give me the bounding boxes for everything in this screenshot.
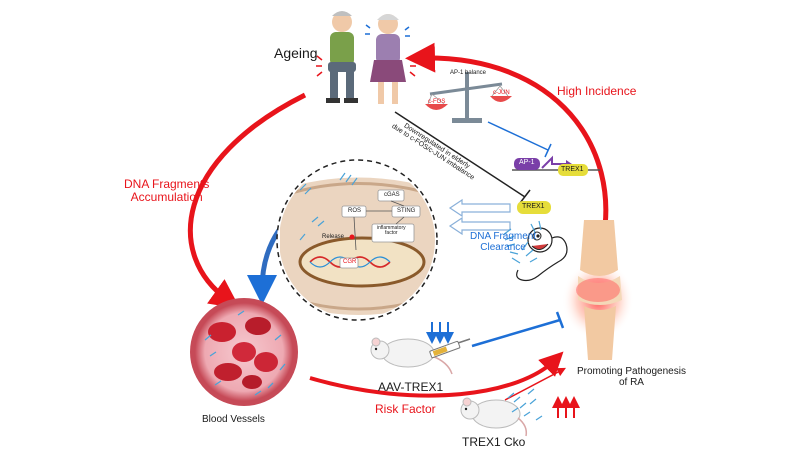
- trex1-cko-label: TREX1 Cko: [462, 435, 526, 449]
- cko-dna-fragments-icon: [507, 388, 543, 421]
- aav-mouse-icon: [370, 337, 453, 375]
- risk-factor-arrow: [309, 351, 564, 398]
- risk-factor-label: Risk Factor: [375, 402, 436, 416]
- promoting-ra-label: Promoting Pathogenesis of RA: [577, 366, 686, 388]
- blood-vessels-label: Blood Vessels: [202, 414, 265, 425]
- trex1-protein-label: TREX1: [522, 203, 545, 210]
- balance-to-ap1-bar: [544, 143, 552, 158]
- trex1-protein-pill: [517, 201, 551, 214]
- balance-to-ap1-line: [487, 121, 549, 151]
- dna-clearance-label: DNA Fragment Clearance: [470, 231, 537, 253]
- downregulation-bar: [519, 189, 531, 204]
- high-incidence-label: High Incidence: [557, 84, 637, 98]
- sting-label: STING: [397, 208, 416, 214]
- aav-inhibit-bar: [555, 311, 565, 329]
- knee-joint-icon: [562, 220, 634, 360]
- cfos-label: c-FOS: [428, 99, 446, 105]
- elderly-couple-icon: [316, 11, 416, 104]
- cjun-label: c-JUN: [493, 90, 510, 96]
- nucleus: [298, 236, 426, 288]
- inflammatory-label: inflammatory factor: [377, 225, 406, 237]
- release-label: Release: [322, 234, 345, 240]
- trex1-gene-label: TREX1: [561, 166, 584, 173]
- downregulation-line: [394, 111, 526, 198]
- cko-arrow: [504, 367, 566, 401]
- blood-vessel-icon: [190, 298, 298, 406]
- dna-accumulation-label: DNA Fragments Accumulation: [124, 177, 210, 204]
- ros-label: ROS: [348, 208, 362, 214]
- ap1-trex1-gene-icon: [512, 155, 600, 176]
- cgas-label: cGAS: [384, 192, 400, 198]
- syringe-icon: [429, 338, 471, 359]
- ap1-balance-scale-icon: [425, 72, 512, 123]
- aav-label: AAV-TREX1: [378, 380, 444, 394]
- cell-body: [280, 172, 435, 315]
- ap1-balance-label: AP-1 balance: [450, 70, 487, 76]
- cko-mouse-icon: [460, 397, 528, 437]
- high-incidence-arrow: [405, 42, 609, 241]
- trex1-enzyme-icon: [516, 227, 568, 282]
- dna-fragments-clearance-icon: [502, 220, 542, 264]
- clearance-arrows: [448, 198, 511, 236]
- ageing-label: Ageing: [274, 45, 318, 61]
- down-arrows-icon: [426, 322, 454, 344]
- aav-inhibit-arrow: [471, 318, 561, 348]
- dna-accumulation-arrow: [187, 92, 307, 309]
- up-arrows-icon: [552, 396, 580, 418]
- cgr-label: CGR: [343, 259, 357, 265]
- ap1-label: AP-1: [519, 159, 535, 166]
